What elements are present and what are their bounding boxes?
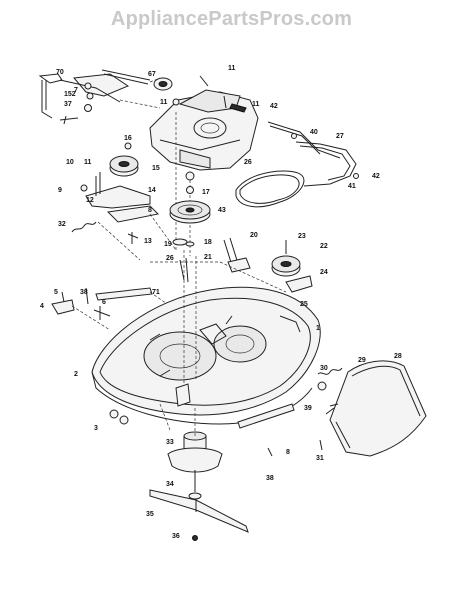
callout-71: 71 — [152, 289, 160, 296]
callout-16: 16 — [124, 135, 132, 142]
callout-9: 9 — [58, 187, 62, 194]
callout-35: 35 — [146, 511, 154, 518]
callout-8: 8 — [286, 449, 290, 456]
callout-24: 24 — [320, 269, 328, 276]
callout-20: 20 — [250, 232, 258, 239]
callout-8: 8 — [148, 207, 152, 214]
callout-3: 3 — [94, 425, 98, 432]
callout-28: 28 — [394, 353, 402, 360]
callout-18: 18 — [204, 239, 212, 246]
callout-38: 38 — [266, 475, 274, 482]
callout-17: 17 — [202, 189, 210, 196]
callout-38: 38 — [80, 289, 88, 296]
idler-arm-assembly — [179, 237, 313, 293]
callout-39: 39 — [304, 405, 312, 412]
callout-26: 26 — [244, 159, 252, 166]
callout-11: 11 — [160, 99, 168, 106]
callout-13: 13 — [144, 238, 152, 245]
callout-42: 42 — [270, 103, 278, 110]
callout-29: 29 — [358, 357, 366, 364]
callout-27: 27 — [336, 133, 344, 140]
callout-6: 6 — [102, 299, 106, 306]
idler-pulley-bracket — [71, 142, 177, 261]
callout-30: 30 — [320, 365, 328, 372]
discharge-chute — [317, 360, 427, 457]
deck-hanger-brackets — [51, 287, 171, 331]
callout-4: 4 — [40, 303, 44, 310]
callout-22: 22 — [320, 243, 328, 250]
callout-42: 42 — [372, 173, 380, 180]
callout-12: 12 — [86, 197, 94, 204]
callout-5: 5 — [54, 289, 58, 296]
callout-labels: 70 67 11 7 152 37 11 11 42 40 27 16 10 1… — [40, 65, 402, 540]
callout-31: 31 — [316, 455, 324, 462]
callout-40: 40 — [310, 129, 318, 136]
callout-33: 33 — [166, 439, 174, 446]
callout-37: 37 — [64, 101, 72, 108]
callout-2: 2 — [74, 371, 78, 378]
callout-14: 14 — [148, 187, 156, 194]
callout-11: 11 — [252, 101, 260, 108]
blade-spindle-assembly — [109, 403, 323, 541]
callout-32: 32 — [58, 221, 66, 228]
callout-43: 43 — [218, 207, 226, 214]
callout-15: 15 — [152, 165, 160, 172]
callout-19: 19 — [164, 241, 172, 248]
callout-36: 36 — [172, 533, 180, 540]
callout-23: 23 — [298, 233, 306, 240]
callout-11: 11 — [84, 159, 92, 166]
callout-152: 152 — [64, 91, 76, 98]
callout-70: 70 — [56, 69, 64, 76]
callout-25: 25 — [300, 301, 308, 308]
callout-34: 34 — [166, 481, 174, 488]
callout-10: 10 — [66, 159, 74, 166]
callout-7: 7 — [74, 87, 78, 94]
callout-21: 21 — [204, 254, 212, 261]
deck-housing — [149, 75, 259, 256]
callout-26: 26 — [166, 255, 174, 262]
callout-67: 67 — [148, 71, 156, 78]
callout-1: 1 — [316, 325, 320, 332]
callout-11: 11 — [228, 65, 236, 72]
watermark-text: AppliancePartsPros.com — [110, 8, 353, 30]
center-drive-pulley — [169, 186, 211, 247]
lift-linkage-assembly — [38, 69, 173, 125]
control-rod-and-belt — [235, 121, 359, 208]
callout-41: 41 — [348, 183, 356, 190]
